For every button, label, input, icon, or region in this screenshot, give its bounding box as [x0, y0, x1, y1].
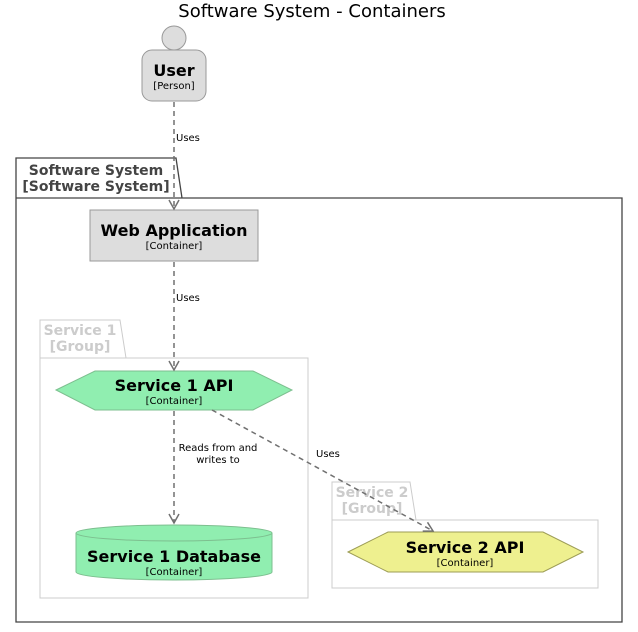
group2-name: Service 2 — [336, 485, 409, 501]
webapp-to-api1-label: Uses — [176, 293, 200, 304]
person-name: User — [153, 61, 194, 80]
web-app-name: Web Application — [100, 221, 247, 240]
group1-type: [Group] — [50, 339, 111, 355]
api1-to-db-label-line2: writes to — [196, 455, 240, 466]
service2-api-container: Service 2 API [Container] — [346, 531, 585, 573]
api1-to-api2-arrow — [211, 409, 435, 532]
service2-group-boundary: Service 2 [Group] — [331, 481, 599, 589]
diagram-title: Software System - Containers — [178, 1, 445, 22]
group2-type: [Group] — [342, 501, 403, 517]
user-to-webapp-label: Uses — [176, 133, 200, 144]
system-boundary-type: [Software System] — [22, 179, 169, 195]
service1-api-type: [Container] — [146, 396, 203, 407]
person-body — [141, 49, 207, 102]
service1-api-container: Service 1 API [Container] — [54, 370, 294, 411]
person-head-icon — [161, 25, 187, 51]
api1-to-db-label-line1: Reads from and — [179, 443, 258, 454]
system-boundary-name: Software System — [29, 163, 163, 179]
service2-api-name: Service 2 API — [406, 538, 525, 557]
relationships: Uses Uses Reads from and writes to Uses — [168, 102, 435, 532]
service1-db-name: Service 1 Database — [87, 547, 261, 566]
api1-to-api2-label: Uses — [316, 449, 340, 460]
group1-name: Service 1 — [44, 323, 117, 339]
service2-api-type: [Container] — [437, 558, 494, 569]
service1-db-type: [Container] — [146, 567, 203, 578]
software-system-boundary: Software System [Software System] — [15, 157, 623, 623]
service1-api-name: Service 1 API — [115, 376, 234, 395]
service1-group-boundary: Service 1 [Group] — [39, 319, 309, 599]
person-type: [Person] — [153, 81, 195, 92]
person-user: User [Person] — [141, 25, 207, 102]
service1-database-container: Service 1 Database [Container] — [75, 524, 273, 581]
web-app-type: [Container] — [146, 241, 203, 252]
web-application-container: Web Application [Container] — [89, 209, 259, 262]
